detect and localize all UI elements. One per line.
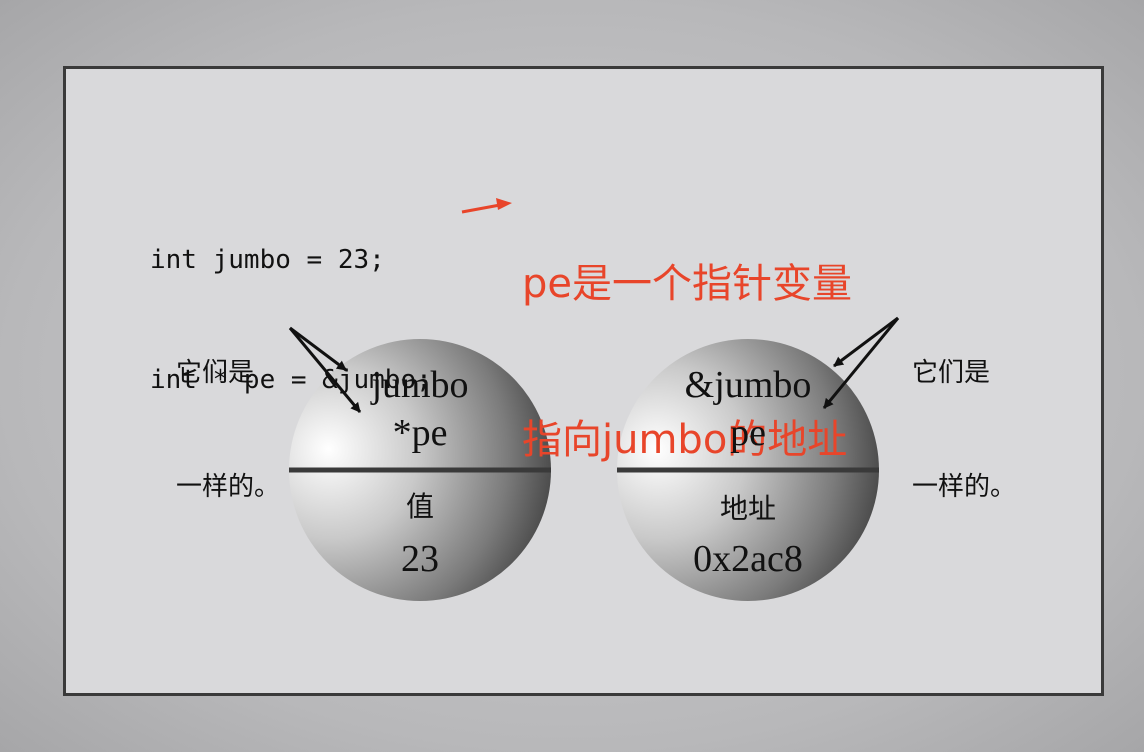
right-note-line-1: 它们是 bbox=[912, 358, 991, 388]
left-note-line-2: 一样的。 bbox=[176, 472, 281, 502]
left-sphere-value: 23 bbox=[401, 538, 439, 580]
code-line-1: int jumbo = 23; bbox=[150, 245, 385, 275]
left-sphere-value-label: 值 bbox=[405, 490, 434, 523]
right-sphere-top-line-2: pe bbox=[730, 412, 766, 454]
annotation-line-1: pe是一个指针变量 bbox=[522, 261, 852, 307]
right-sphere-address-value: 0x2ac8 bbox=[693, 538, 803, 580]
left-note: 它们是 一样的。 bbox=[176, 278, 280, 544]
left-arrow-to-jumbo bbox=[289, 326, 347, 372]
left-note-line-1: 它们是 bbox=[176, 358, 255, 388]
left-note-arrows bbox=[288, 326, 362, 413]
right-note-line-2: 一样的。 bbox=[912, 472, 1017, 502]
annotation-line-2: 指向jumbo的地址 bbox=[522, 417, 848, 463]
left-sphere-top-line-1: jumbo bbox=[371, 364, 469, 406]
right-sphere-top-line-1: &jumbo bbox=[684, 364, 812, 406]
red-arrow bbox=[461, 198, 512, 214]
code-line-2: int * pe = &jumbo; bbox=[150, 365, 432, 395]
diagram-frame bbox=[63, 66, 1104, 696]
right-arrow-to-jumbo bbox=[833, 316, 899, 368]
right-sphere-address-label: 地址 bbox=[719, 492, 776, 525]
pointer-annotation: pe是一个指针变量 指向jumbo的地址 bbox=[522, 154, 852, 518]
right-note: 它们是 一样的。 bbox=[912, 278, 1016, 544]
left-arrow-to-pe bbox=[288, 327, 362, 413]
code-block: int jumbo = 23; int * pe = &jumbo; bbox=[150, 160, 432, 440]
right-arrow-to-pe bbox=[822, 317, 900, 409]
right-sphere bbox=[617, 339, 879, 601]
left-sphere-top-line-2: *pe bbox=[392, 412, 448, 454]
right-note-arrows bbox=[822, 316, 900, 409]
